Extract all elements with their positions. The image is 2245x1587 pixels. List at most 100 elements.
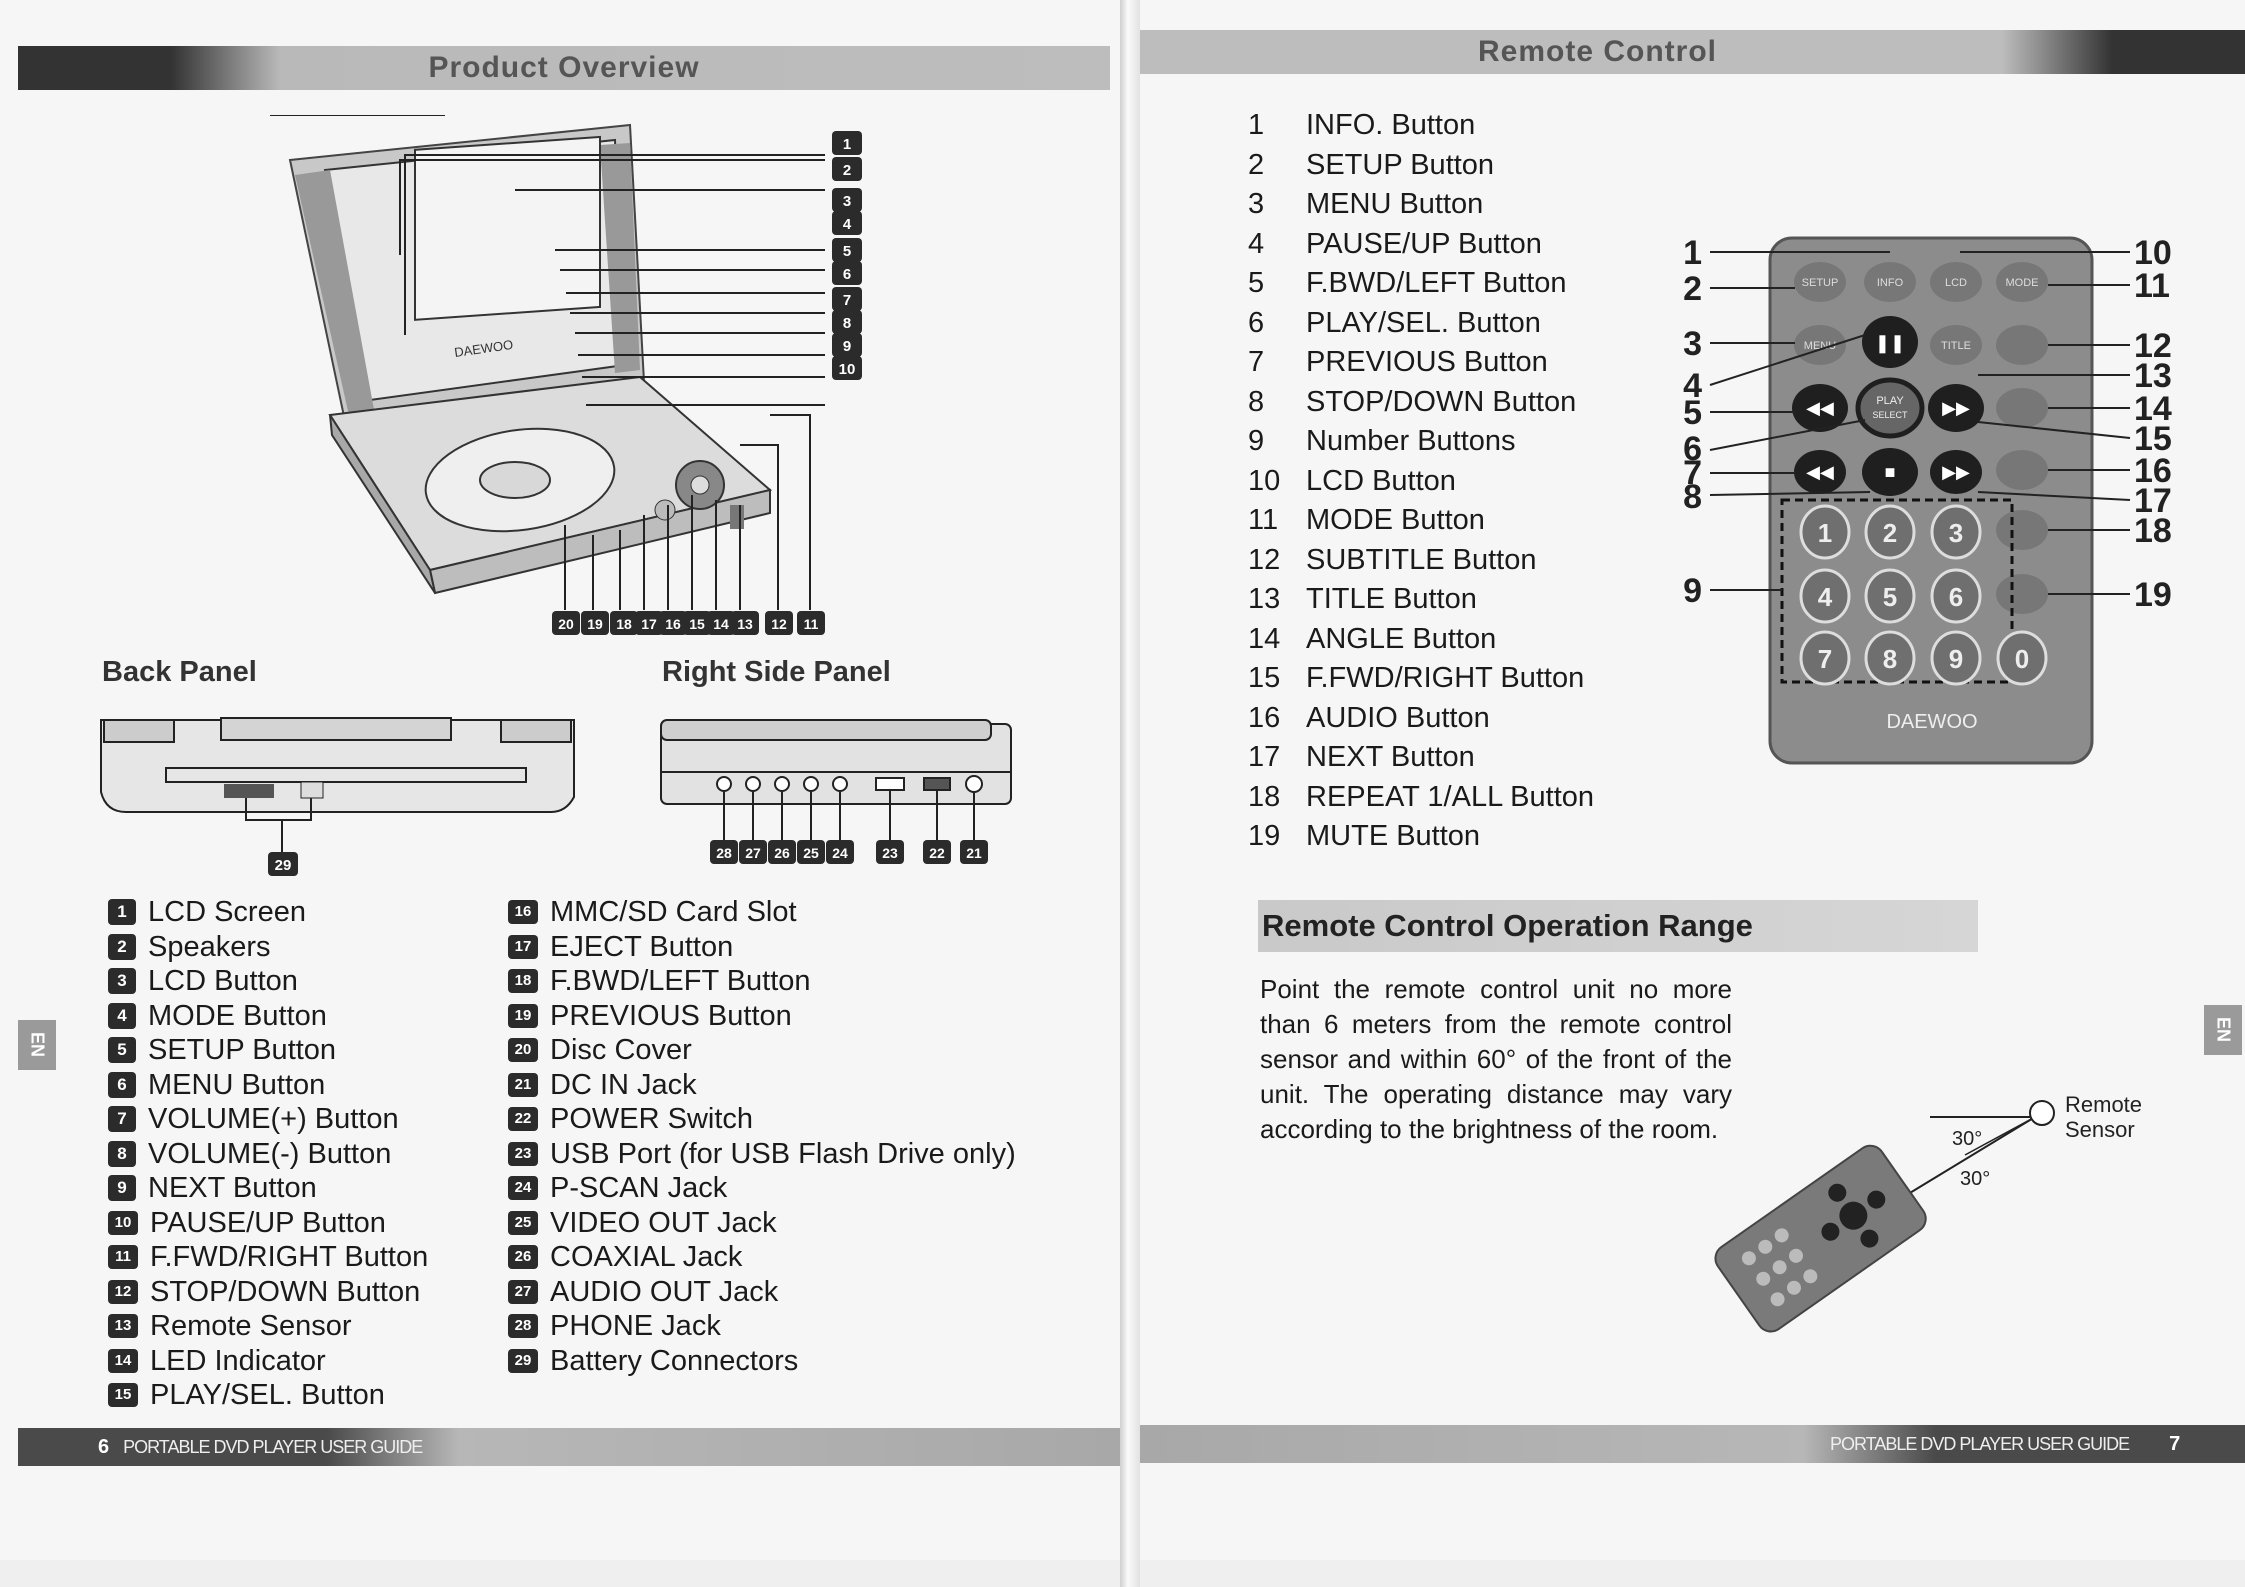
remote-list-label: AUDIO Button [1306,701,1490,734]
small-remote-icon [1714,1144,1927,1333]
remote-list-label: F.FWD/RIGHT Button [1306,662,1585,694]
product-overview-header: Product Overview [18,46,1110,90]
callout-22: 22 [929,845,945,861]
remote-callout-2: 2 [1683,270,1702,308]
legend-number-badge: 25 [508,1210,538,1235]
legend-number-badge: 5 [108,1037,136,1064]
legend-number-badge: 14 [108,1348,138,1373]
digit-5: 5 [1883,582,1897,612]
digit-6: 6 [1949,582,1963,612]
legend-label: USB Port (for USB Flash Drive only) [550,1137,1016,1170]
remote-list-number: 12 [1248,543,1281,576]
remote-list-number: 8 [1248,385,1265,418]
back-panel-diagram: 29 [100,717,575,876]
remote-callout-14: 14 [2134,390,2172,428]
legend-label: PREVIOUS Button [550,999,792,1032]
remote-list-number: 19 [1248,820,1281,852]
remote-control-header: Remote Control [1140,30,2245,74]
key-select: SELECT [1872,410,1908,420]
remote-list-number: 13 [1248,583,1281,615]
right-side-panel-label: Right Side Panel [662,656,891,688]
callout-11: 11 [804,616,819,632]
remote-callout-10: 10 [2134,234,2172,272]
remote-list-label: MUTE Button [1306,820,1481,852]
legend-number-badge: 12 [108,1279,138,1304]
remote-callout-13: 13 [2134,357,2172,395]
callout-3: 3 [843,193,851,210]
callout-numbers-right: 1 2 3 4 5 6 7 8 9 10 [839,136,856,378]
remote-list-label: NEXT Button [1306,741,1475,773]
remote-list-label: PAUSE/UP Button [1306,227,1542,260]
legend-label: MENU Button [148,1068,326,1101]
callout-12: 12 [771,616,787,632]
back-panel-label: Back Panel [102,656,257,688]
right-footer: PORTABLE DVD PLAYER USER GUIDE 7 [1140,1425,2245,1463]
legend-number-badge: 24 [508,1176,538,1201]
callout-9: 9 [843,338,851,355]
svg-text:❚❚: ❚❚ [1875,333,1905,354]
key-play: PLAY [1876,395,1904,407]
callout-27: 27 [745,845,761,861]
legend-label: F.BWD/LEFT Button [550,965,811,997]
digit-4: 4 [1818,582,1833,612]
legend-label: VOLUME(-) Button [148,1137,392,1170]
key-menu: MENU [1804,340,1836,352]
legend-number-badge: 26 [508,1245,538,1270]
remote-callout-6: 6 [1683,430,1702,468]
digit-0: 0 [2015,644,2029,674]
legend-number-badge: 7 [108,1106,136,1133]
remote-list-number: 11 [1248,504,1279,536]
callout-17: 17 [641,616,657,632]
remote-list-label: SETUP Button [1306,148,1495,181]
remote-callout-8: 8 [1683,478,1702,516]
key-setup: SETUP [1802,277,1839,289]
legend-number-badge: 8 [108,1140,136,1167]
legend-label: STOP/DOWN Button [150,1275,421,1308]
callout-4: 4 [843,216,852,233]
remote-list-label: STOP/DOWN Button [1306,385,1577,418]
legend-item: 8 VOLUME(-) Button [108,1137,428,1172]
remote-control-title: Remote Control [1478,35,1717,68]
right-page-number: 7 [2169,1432,2181,1455]
remote-list-label: MODE Button [1306,504,1485,536]
remote-list-label: LCD Button [1306,464,1456,497]
book-gutter [1120,0,1140,1587]
remote-list-number: 4 [1248,227,1265,260]
legend-label: MMC/SD Card Slot [550,896,797,928]
legend-number-badge: 20 [508,1038,538,1063]
callout-25: 25 [803,845,819,861]
legend-label: MODE Button [148,999,327,1032]
remote-callout-11: 11 [2134,267,2170,305]
remote-list-number: 1 [1248,109,1265,141]
legend-label: NEXT Button [148,1172,317,1204]
remote-list-label: ANGLE Button [1306,622,1497,655]
legend-number-badge: 21 [508,1072,538,1097]
key-lcd: LCD [1945,277,1967,289]
callout-7: 7 [843,292,851,309]
callout-28: 28 [716,845,732,861]
callout-16: 16 [665,616,681,632]
remote-list-number: 9 [1248,425,1265,457]
legend-number-badge: 23 [508,1141,538,1166]
legend-label: P-SCAN Jack [550,1172,728,1204]
callout-29: 29 [275,857,292,874]
legend-item: 12 STOP/DOWN Button [108,1275,428,1310]
sensor-label-line1: Remote [2065,1092,2142,1117]
remote-list-item: 8 STOP/DOWN Button [1248,383,1594,423]
